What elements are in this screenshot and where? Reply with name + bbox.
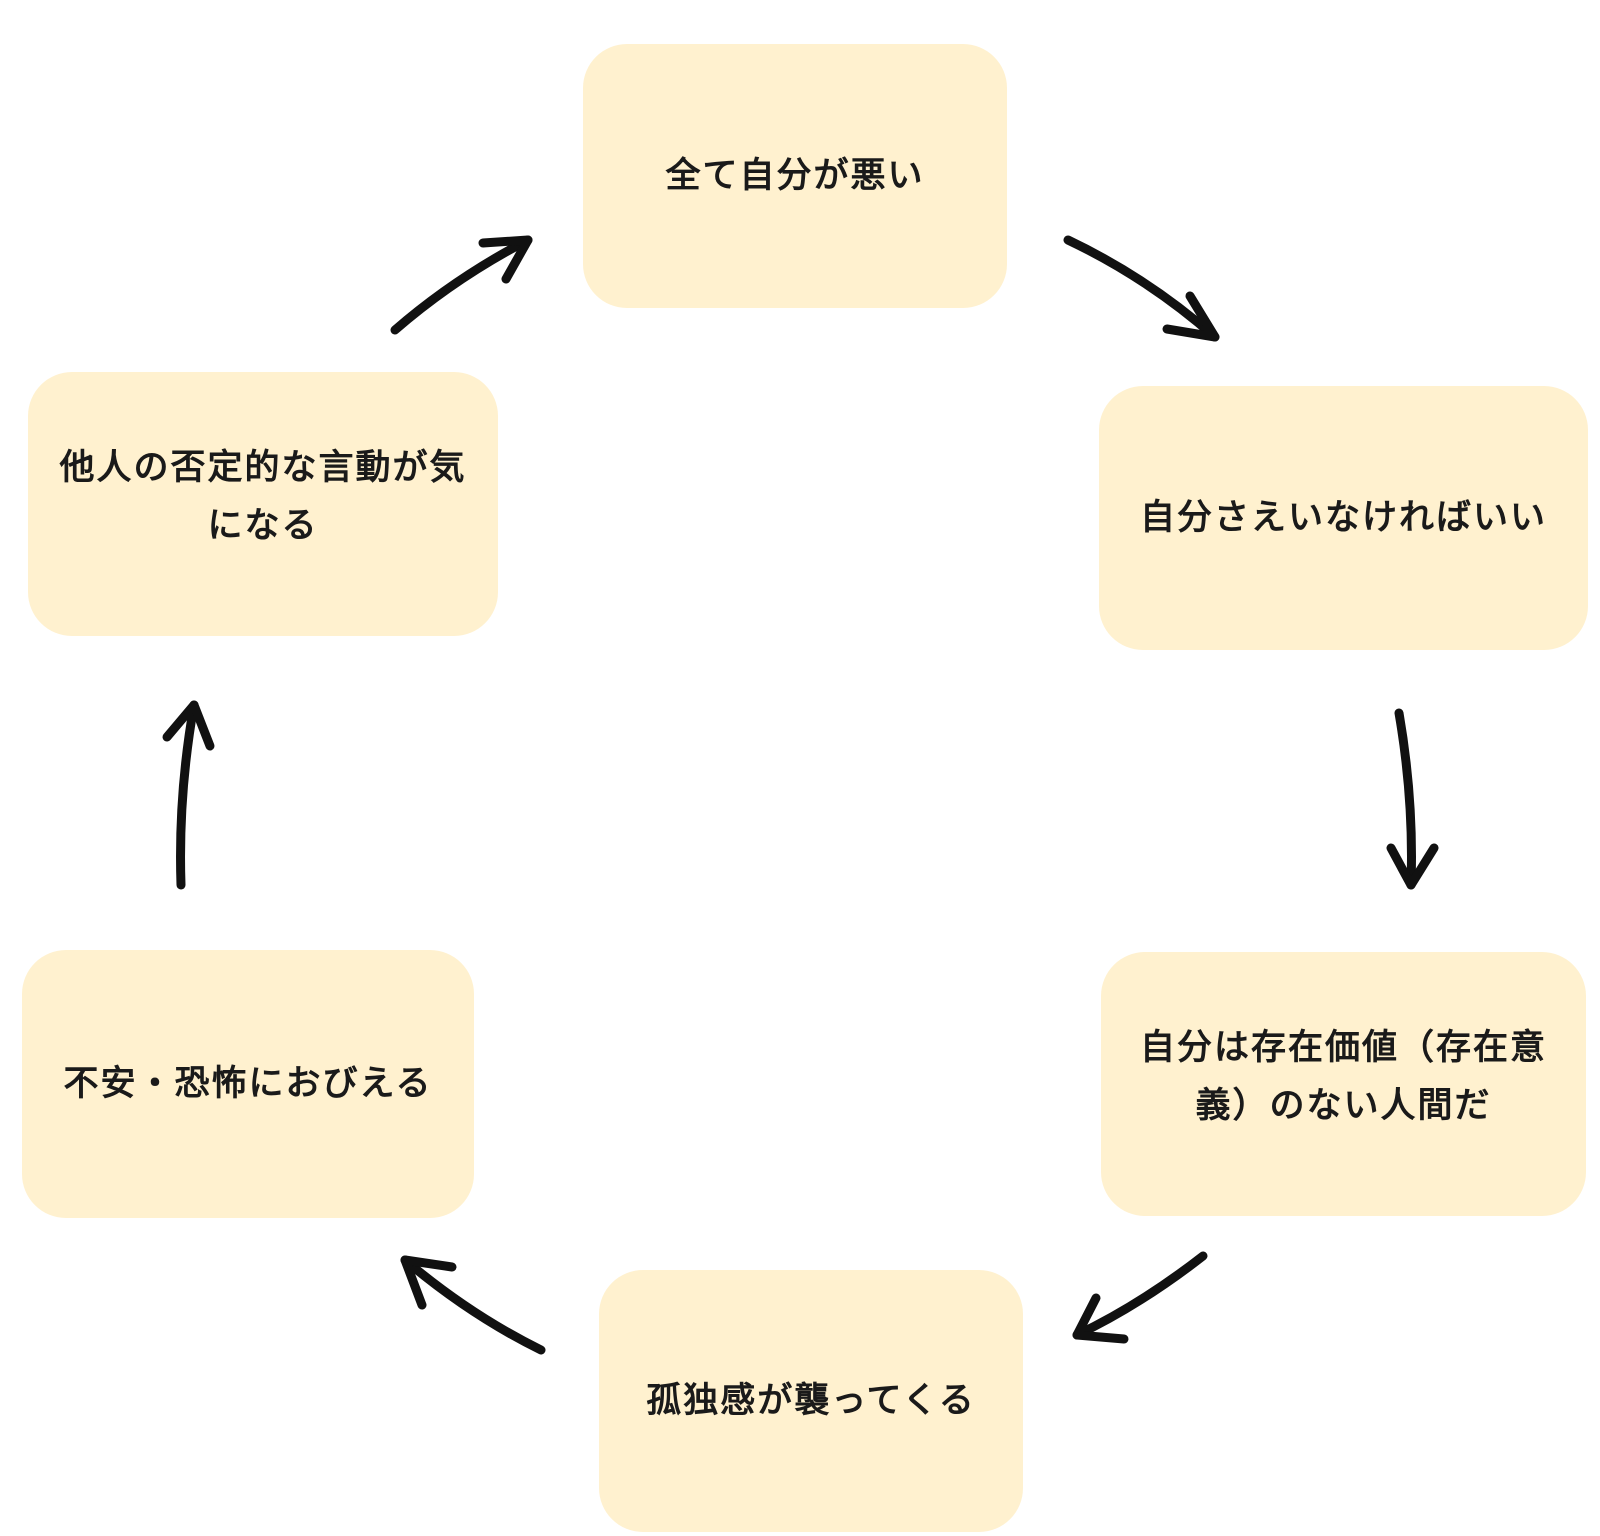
arrow-n4-to-n5 bbox=[400, 1255, 546, 1355]
arrow-n2-to-n3 bbox=[1386, 708, 1439, 890]
node-better-without-me-text: 自分さえいなければいい bbox=[1139, 498, 1547, 538]
arrow-n1-to-n2 bbox=[1063, 235, 1220, 342]
node-worthless-text: 自分は存在価値（存在意義）のない人間だ bbox=[1139, 1028, 1547, 1126]
arrow-n6-to-n1 bbox=[390, 235, 533, 335]
node-loneliness: 孤独感が襲ってくる bbox=[599, 1270, 1023, 1532]
node-others-negativity-text: 他人の否定的な言動が気になる bbox=[59, 448, 467, 546]
node-better-without-me: 自分さえいなければいい bbox=[1099, 386, 1588, 650]
node-anxiety-fear: 不安・恐怖におびえる bbox=[22, 950, 474, 1218]
node-self-blame: 全て自分が悪い bbox=[583, 44, 1007, 308]
node-others-negativity: 他人の否定的な言動が気になる bbox=[28, 372, 498, 636]
node-anxiety-fear-text: 不安・恐怖におびえる bbox=[63, 1064, 433, 1104]
arrow-n3-to-n4 bbox=[1072, 1251, 1208, 1344]
node-loneliness-text: 孤独感が襲ってくる bbox=[646, 1381, 976, 1421]
node-self-blame-text: 全て自分が悪い bbox=[665, 156, 925, 196]
node-worthless: 自分は存在価値（存在意義）のない人間だ bbox=[1101, 952, 1586, 1216]
arrow-n5-to-n6 bbox=[162, 700, 215, 890]
